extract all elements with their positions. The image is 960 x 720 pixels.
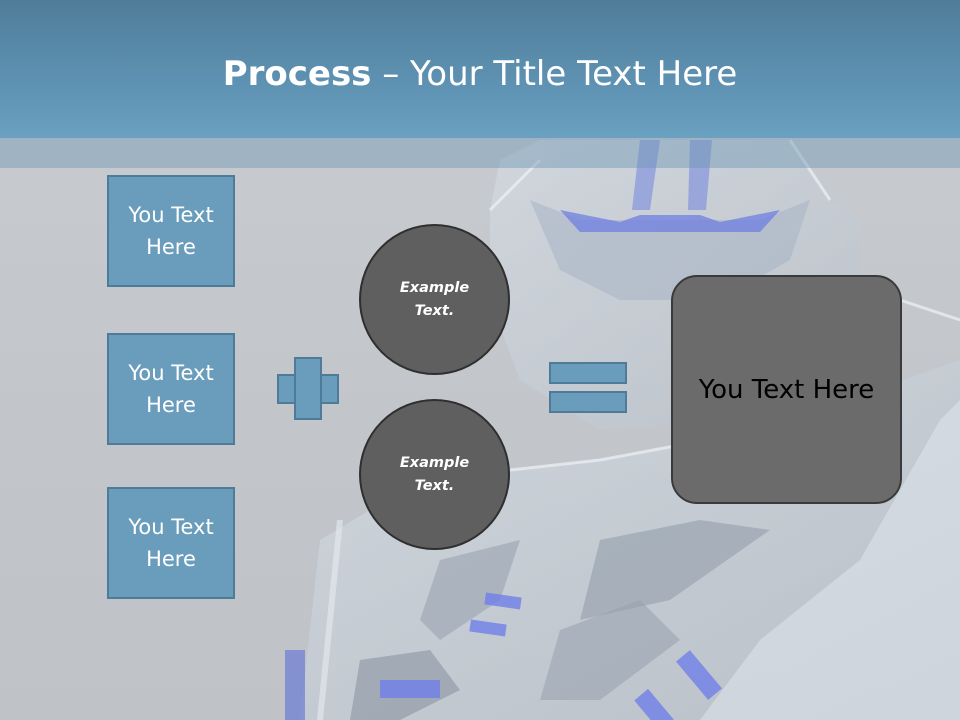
equals-top-bar	[549, 362, 627, 384]
title-bold: Process	[222, 54, 372, 94]
equals-bottom-bar	[549, 391, 627, 413]
input-box-2[interactable]: You Text Here	[107, 333, 235, 445]
header-band	[0, 138, 960, 168]
slide-title[interactable]: Process – Your Title Text Here	[0, 52, 960, 96]
title-bar	[0, 0, 960, 138]
input-box-3[interactable]: You Text Here	[107, 487, 235, 599]
example-circle-1[interactable]: Example Text.	[359, 224, 510, 375]
input-box-1[interactable]: You Text Here	[107, 175, 235, 287]
result-box[interactable]: You Text Here	[671, 275, 902, 504]
example-circle-2[interactable]: Example Text.	[359, 399, 510, 550]
plus-center-fill	[296, 376, 320, 402]
title-rest: – Your Title Text Here	[371, 54, 738, 94]
